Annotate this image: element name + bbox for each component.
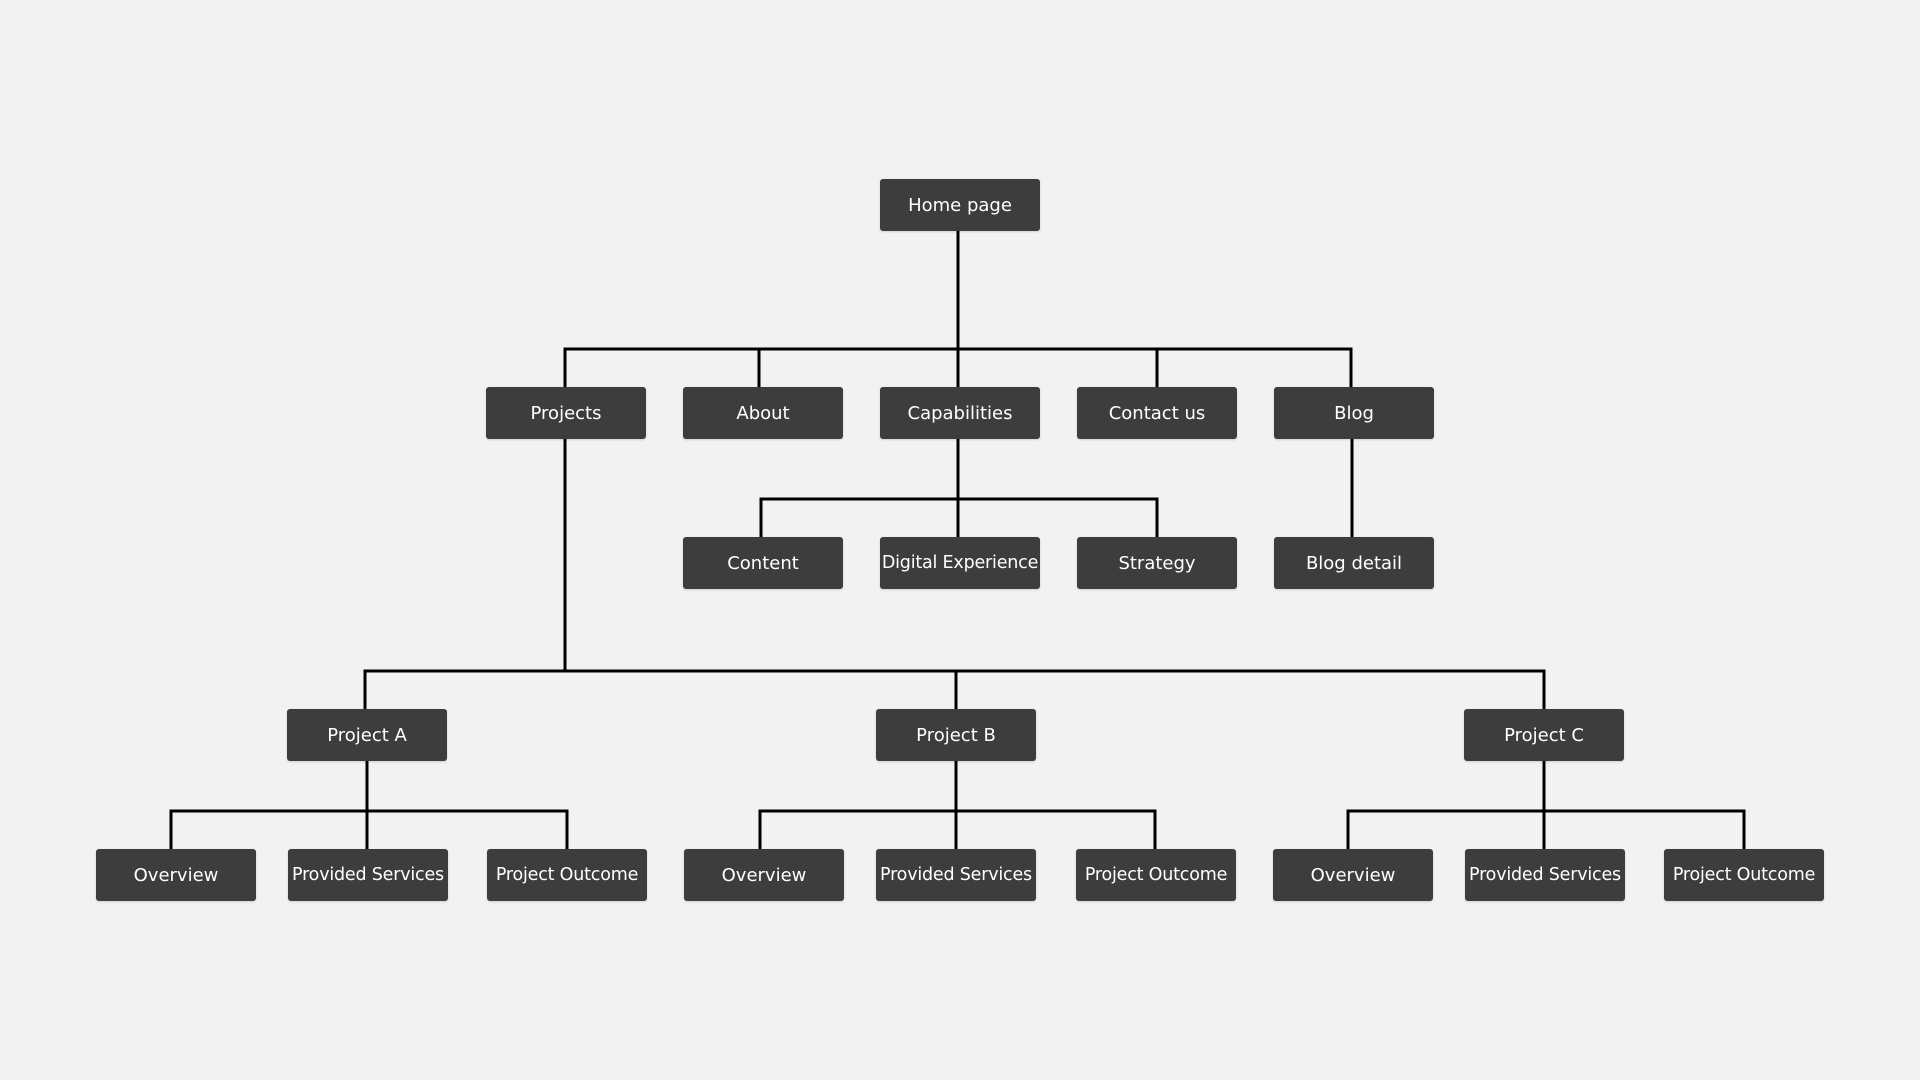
node-projects[interactable]: Projects: [486, 387, 646, 439]
node-content[interactable]: Content: [683, 537, 843, 589]
node-project-b-provided-services[interactable]: Provided Services: [876, 849, 1036, 901]
connector-projects-to-items: [363, 439, 1546, 709]
node-project-c[interactable]: Project C: [1464, 709, 1624, 761]
node-blog[interactable]: Blog: [1274, 387, 1434, 439]
node-project-b-overview[interactable]: Overview: [684, 849, 844, 901]
node-project-a-overview[interactable]: Overview: [96, 849, 256, 901]
node-project-c-project-outcome[interactable]: Project Outcome: [1664, 849, 1824, 901]
connector-project-a-to-sub: [169, 761, 569, 849]
node-about[interactable]: About: [683, 387, 843, 439]
node-project-c-overview[interactable]: Overview: [1273, 849, 1433, 901]
node-strategy[interactable]: Strategy: [1077, 537, 1237, 589]
node-contact-us[interactable]: Contact us: [1077, 387, 1237, 439]
connector-capabilities-to-children: [759, 439, 1159, 537]
node-blog-detail[interactable]: Blog detail: [1274, 537, 1434, 589]
node-home-page[interactable]: Home page: [880, 179, 1040, 231]
node-project-b-project-outcome[interactable]: Project Outcome: [1076, 849, 1236, 901]
node-project-a-provided-services[interactable]: Provided Services: [288, 849, 448, 901]
node-project-a-project-outcome[interactable]: Project Outcome: [487, 849, 647, 901]
node-capabilities[interactable]: Capabilities: [880, 387, 1040, 439]
connector-project-c-to-sub: [1346, 761, 1746, 849]
node-digital-experience[interactable]: Digital Experience: [880, 537, 1040, 589]
node-project-c-provided-services[interactable]: Provided Services: [1465, 849, 1625, 901]
node-project-a[interactable]: Project A: [287, 709, 447, 761]
connector-home-to-level1: [563, 230, 1353, 387]
node-project-b[interactable]: Project B: [876, 709, 1036, 761]
connector-project-b-to-sub: [758, 761, 1157, 849]
